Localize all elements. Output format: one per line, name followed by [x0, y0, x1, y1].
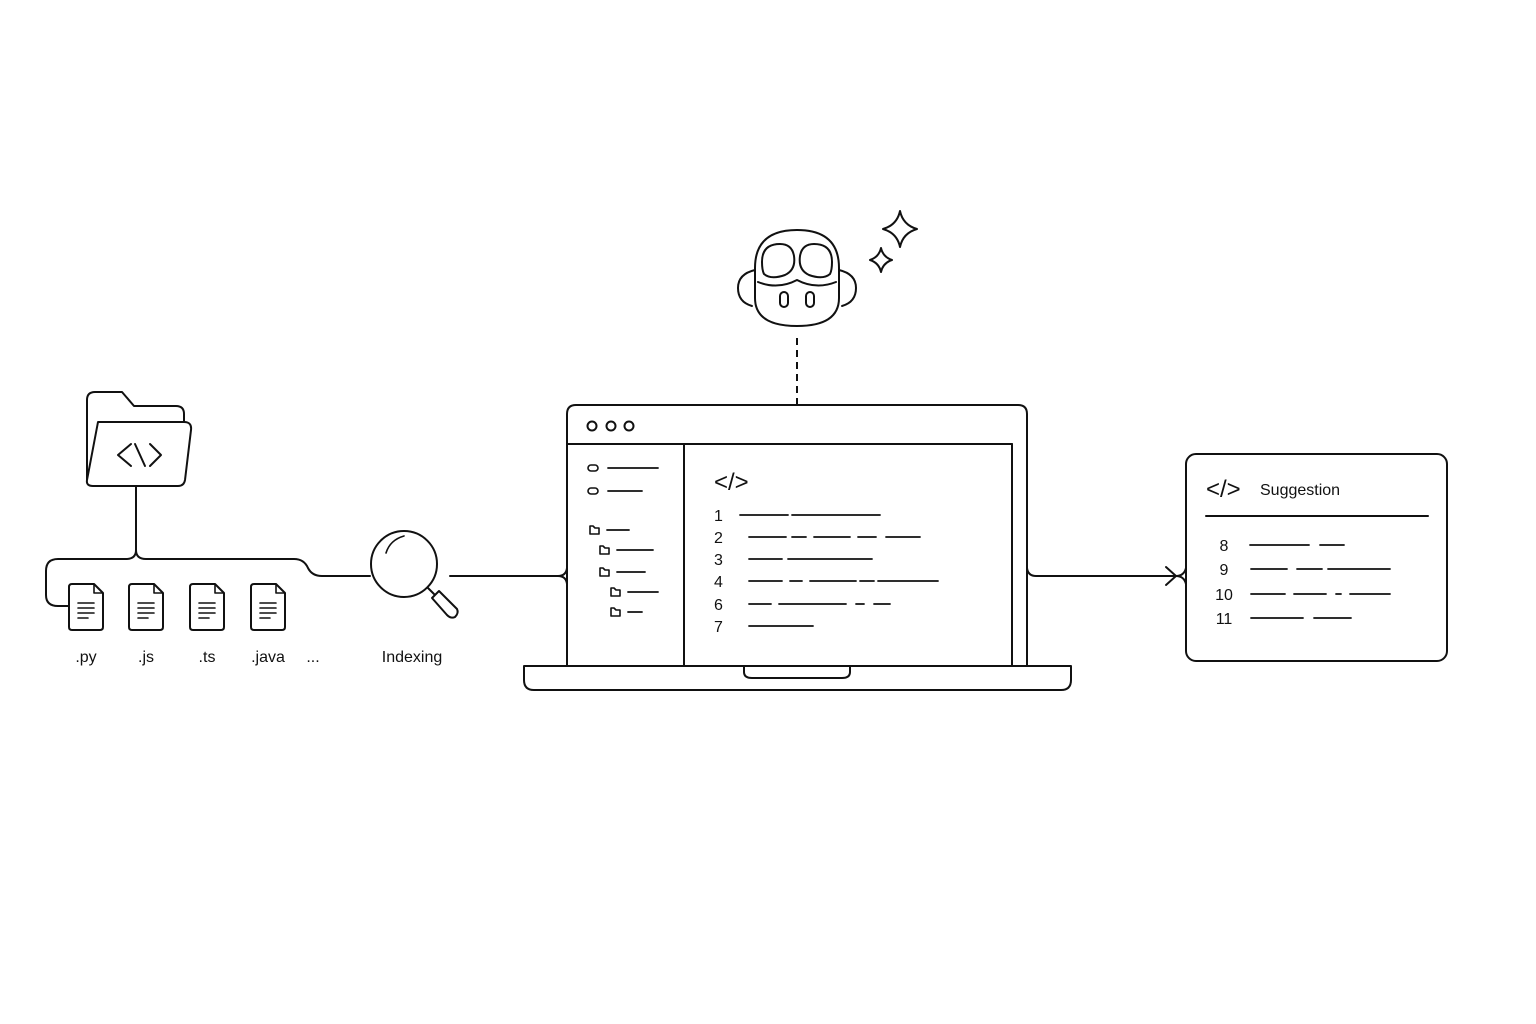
suggestion-code-icon: </> — [1206, 476, 1241, 503]
sparkles-icon — [869, 210, 918, 273]
file-icon — [128, 583, 164, 631]
editor-line-number: 7 — [714, 619, 723, 636]
file-type-py: .py — [75, 649, 96, 666]
suggestion-line-number: 8 — [1220, 538, 1229, 555]
file-type-more: ... — [306, 649, 319, 666]
file-icon — [250, 583, 286, 631]
window-dot — [586, 420, 598, 432]
file-icons — [68, 583, 286, 631]
file-tree-row — [599, 567, 646, 577]
file-type-js: .js — [138, 649, 154, 666]
file-tree-row — [587, 487, 643, 495]
file-tree-row — [599, 545, 654, 555]
editor-code-lines: 1 2 3 4 6 7 — [714, 508, 939, 636]
suggestion-code-lines: 8 9 10 11 — [1215, 538, 1391, 628]
file-icon — [189, 583, 225, 631]
window-dot — [623, 420, 635, 432]
indexing-to-editor-connector — [449, 567, 568, 577]
suggestion-line-number: 11 — [1216, 611, 1233, 628]
magnifier-icon — [370, 530, 459, 619]
file-type-ts: .ts — [199, 649, 216, 666]
editor-line-number: 1 — [714, 508, 723, 525]
editor-to-suggestion-connector — [1026, 567, 1177, 577]
editor-line-number: 2 — [714, 530, 723, 547]
suggestion-line-number: 9 — [1220, 562, 1229, 579]
suggestion-panel — [1185, 453, 1448, 662]
file-icon — [68, 583, 104, 631]
copilot-icon — [737, 229, 857, 327]
indexing-label: Indexing — [382, 649, 443, 666]
file-tree-row — [587, 464, 659, 472]
editor-code-icon: </> — [714, 469, 749, 496]
editor-line-number: 6 — [714, 597, 723, 614]
file-tree-row — [610, 607, 643, 617]
file-tree-row — [610, 587, 659, 597]
editor-line-number: 3 — [714, 552, 723, 569]
code-folder-icon — [85, 391, 193, 487]
laptop-editor — [523, 404, 1072, 691]
window-controls — [586, 420, 635, 432]
file-tree-row — [589, 525, 630, 535]
file-bracket-connector — [45, 485, 371, 607]
suggestion-line-number: 10 — [1215, 587, 1233, 604]
file-type-java: .java — [251, 649, 285, 666]
window-dot — [605, 420, 617, 432]
editor-file-tree — [587, 464, 659, 617]
editor-line-number: 4 — [714, 574, 723, 591]
suggestion-title: Suggestion — [1260, 482, 1340, 499]
